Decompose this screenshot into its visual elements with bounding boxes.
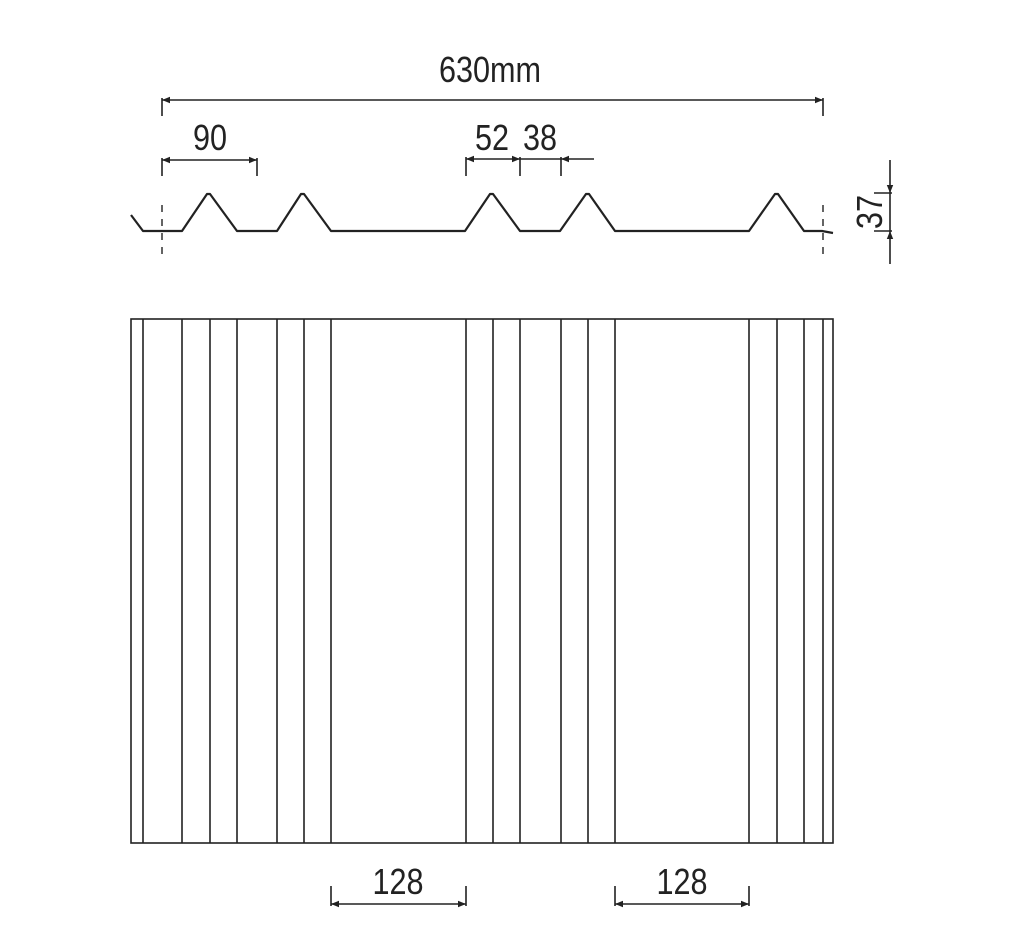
height-label: 37 [851, 195, 891, 229]
pan-width-left-label: 128 [372, 863, 423, 903]
crest-valley-dimension: 52 38 [465, 119, 594, 176]
pitch-label: 90 [193, 119, 227, 159]
crest-width-label: 52 [475, 119, 509, 159]
sheet-plan-view [130, 318, 834, 844]
pitch-dimension: 90 [161, 119, 258, 176]
pan-width-dimension-left: 128 [330, 863, 467, 908]
valley-width-label: 38 [523, 119, 557, 159]
sheet-profile [130, 192, 834, 235]
pan-width-right-label: 128 [656, 863, 707, 903]
overall-width-dimension: 630mm [161, 51, 824, 116]
pan-width-dimension-right: 128 [614, 863, 750, 908]
height-dimension: 37 [851, 160, 894, 264]
overall-width-label: 630mm [439, 51, 541, 91]
